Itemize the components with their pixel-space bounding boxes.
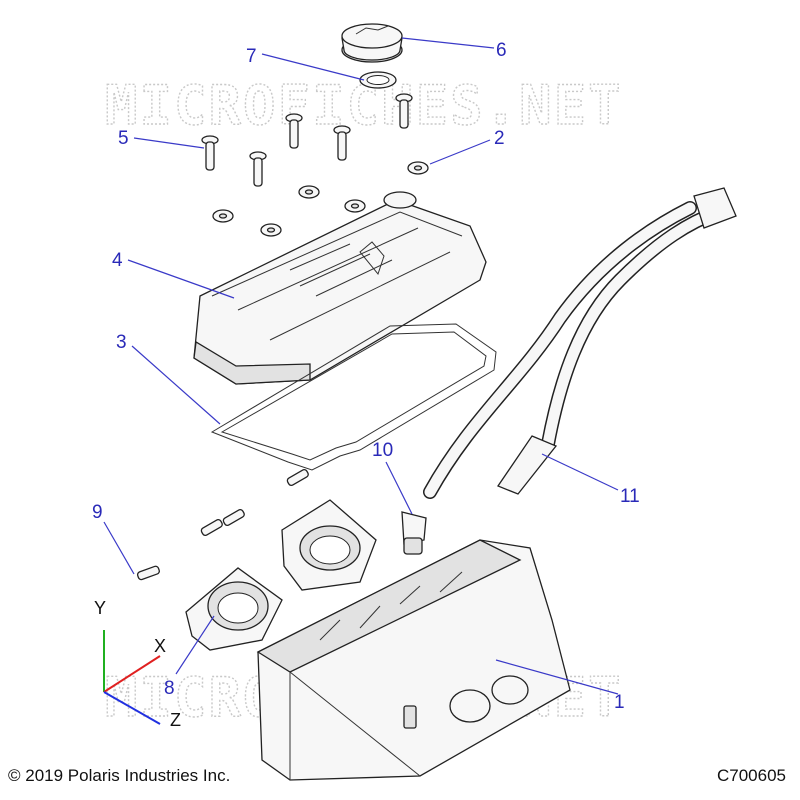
part-3-gasket: [210, 323, 497, 471]
callout-1: 1: [614, 692, 625, 713]
part-10-sensor: [401, 511, 427, 555]
part-7-o-ring: [359, 71, 397, 89]
callout-11: 11: [620, 486, 640, 507]
callout-5: 5: [118, 128, 129, 149]
copyright-text: © 2019 Polaris Industries Inc.: [8, 766, 231, 785]
leader-lines: [103, 37, 619, 695]
callout-6: 6: [496, 40, 507, 61]
callout-7: 7: [246, 46, 257, 67]
z-axis-label: Z: [170, 710, 181, 730]
x-axis-line: [103, 655, 161, 693]
part-9-bolts: [136, 468, 309, 581]
callout-10: 10: [372, 440, 393, 461]
x-axis-label: X: [154, 636, 166, 656]
part-8-intake-boots: [185, 499, 377, 651]
axis-triad: Y X Z: [94, 598, 181, 730]
callout-2: 2: [494, 128, 505, 149]
callout-labels: 1 2 3 4 5 6 7 8 9 10 11: [92, 40, 640, 713]
part-6-filler-cap: [341, 23, 403, 63]
part-4-valve-cover: [193, 191, 487, 385]
diagram-code: C700605: [716, 766, 786, 785]
callout-9: 9: [92, 502, 103, 523]
callout-8: 8: [164, 678, 175, 699]
callout-3: 3: [116, 332, 127, 353]
part-1-cylinder-head: [256, 539, 571, 781]
part-11-hose: [423, 187, 737, 499]
part-2-grommets: [212, 161, 429, 237]
z-axis-line: [103, 691, 161, 725]
y-axis-label: Y: [94, 598, 106, 618]
callout-4: 4: [112, 250, 123, 271]
part-5-bolts: [201, 93, 413, 187]
